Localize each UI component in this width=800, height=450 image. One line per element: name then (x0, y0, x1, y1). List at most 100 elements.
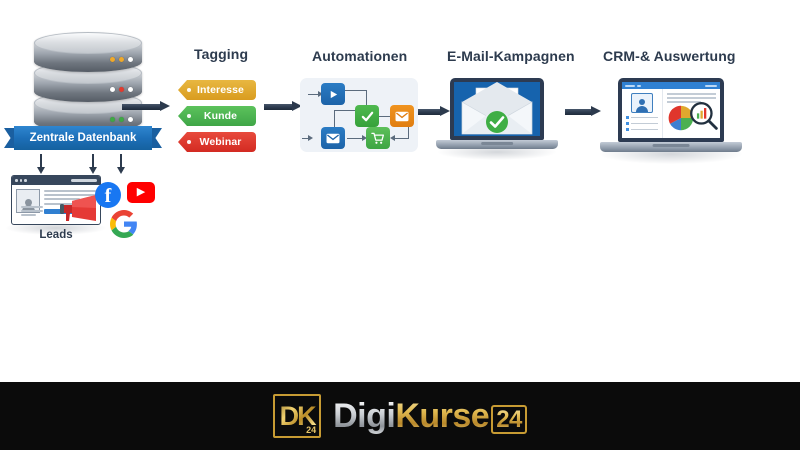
play-icon (330, 90, 337, 98)
database-led-row-1 (110, 57, 133, 62)
text-line (21, 214, 37, 217)
connector (366, 90, 368, 107)
connector-head (308, 135, 313, 142)
crm-charts (663, 89, 720, 138)
trackpad-notch (652, 144, 690, 147)
arrow-shaft (565, 108, 592, 115)
led-green (119, 117, 124, 122)
tag-list: Interesse Kunde Webinar (178, 80, 256, 152)
avatar (16, 189, 40, 213)
text-line (44, 198, 81, 201)
connector (379, 116, 393, 118)
mail-node-orange[interactable] (390, 105, 414, 127)
secondary-text-lines (21, 206, 43, 217)
led-white (128, 57, 133, 62)
ribbon-label: Zentrale Datenbank (29, 132, 137, 144)
down-arrow-2 (89, 154, 97, 174)
play-node[interactable] (321, 83, 345, 105)
connector (347, 138, 364, 140)
wordmark-kurse: Kurse (395, 396, 490, 435)
wordmark-digi: Digi (333, 396, 396, 435)
led-amber (110, 57, 115, 62)
connector (392, 138, 409, 140)
logo-mark-letters: DK (277, 398, 317, 434)
tag-webinar[interactable]: Webinar (178, 132, 256, 152)
check-node[interactable] (355, 105, 379, 127)
connector (334, 110, 336, 130)
leads-graphic: Leads (6, 175, 111, 241)
crm-app-bar (622, 82, 720, 89)
mail-icon (395, 111, 409, 121)
heading-email-kampagnen: E-Mail-Kampagnen (447, 48, 575, 64)
cta-button[interactable] (44, 208, 74, 214)
google-icon[interactable] (110, 210, 138, 238)
down-arrow-1 (37, 154, 45, 174)
window-dot (15, 179, 18, 182)
facebook-icon[interactable]: f (95, 182, 121, 208)
trackpad-notch (481, 142, 513, 145)
heading-automationen: Automationen (312, 48, 408, 64)
cart-icon (371, 132, 385, 144)
heading-crm-auswertung: CRM-& Auswertung (603, 48, 736, 64)
text-line (21, 210, 43, 213)
tag-hole (187, 88, 191, 92)
browser-content (12, 185, 100, 218)
database-disc-top (34, 32, 142, 72)
connector (408, 116, 410, 138)
arrow-head (440, 106, 450, 116)
down-arrow-3 (117, 154, 125, 174)
text-line (44, 194, 96, 197)
laptop-base (600, 142, 742, 152)
browser-titlebar (12, 176, 100, 185)
ribbon-body: Zentrale Datenbank (14, 126, 152, 150)
crm-screen (622, 82, 720, 138)
megaphone-icon (60, 195, 96, 221)
connector (302, 138, 310, 140)
led-red (119, 87, 124, 92)
contact-card-icon (622, 89, 664, 138)
window-dot (19, 179, 22, 182)
tag-interesse[interactable]: Interesse (178, 80, 256, 100)
heading-tagging: Tagging (194, 46, 249, 62)
leads-label: Leads (39, 229, 73, 241)
laptop-lid (450, 78, 544, 140)
arrow-shaft (418, 108, 441, 115)
led-white (110, 87, 115, 92)
app-bar-label (625, 84, 635, 87)
youtube-icon[interactable]: ▶ (127, 182, 155, 203)
avatar-body (21, 205, 35, 212)
app-bar-label (637, 84, 641, 87)
envelope-icon (461, 82, 533, 135)
tag-hole (187, 114, 191, 118)
mail-icon (326, 133, 340, 143)
arrow-head (292, 101, 302, 111)
arrow-shaft (122, 103, 161, 110)
laptop-base (436, 140, 558, 149)
crm-body (622, 89, 720, 138)
connector (334, 110, 356, 112)
check-circle-icon (485, 111, 508, 134)
tag-label: Webinar (199, 136, 242, 148)
flow-arrow-1 (122, 101, 170, 112)
crm-analytics-laptop (600, 78, 742, 164)
connector-head (318, 91, 323, 98)
tag-label: Interesse (196, 84, 244, 96)
led-green (110, 117, 115, 122)
flow-arrow-3 (418, 106, 450, 117)
laptop-lid (618, 78, 724, 142)
cart-node[interactable] (366, 127, 390, 149)
tag-kunde[interactable]: Kunde (178, 106, 256, 126)
mail-node-blue[interactable] (321, 127, 345, 149)
window-dot (24, 179, 27, 182)
text-line (21, 206, 43, 208)
avatar-head (24, 199, 32, 206)
email-screen (454, 82, 540, 136)
footer-brand-bar: DK 24 Digi Kurse 24 (0, 382, 800, 450)
central-database-graphic (28, 30, 150, 150)
arrow-head (591, 106, 601, 116)
connector-head (362, 135, 367, 142)
tag-hole (187, 140, 191, 144)
text-line (44, 190, 96, 192)
flow-arrow-4 (565, 106, 601, 117)
